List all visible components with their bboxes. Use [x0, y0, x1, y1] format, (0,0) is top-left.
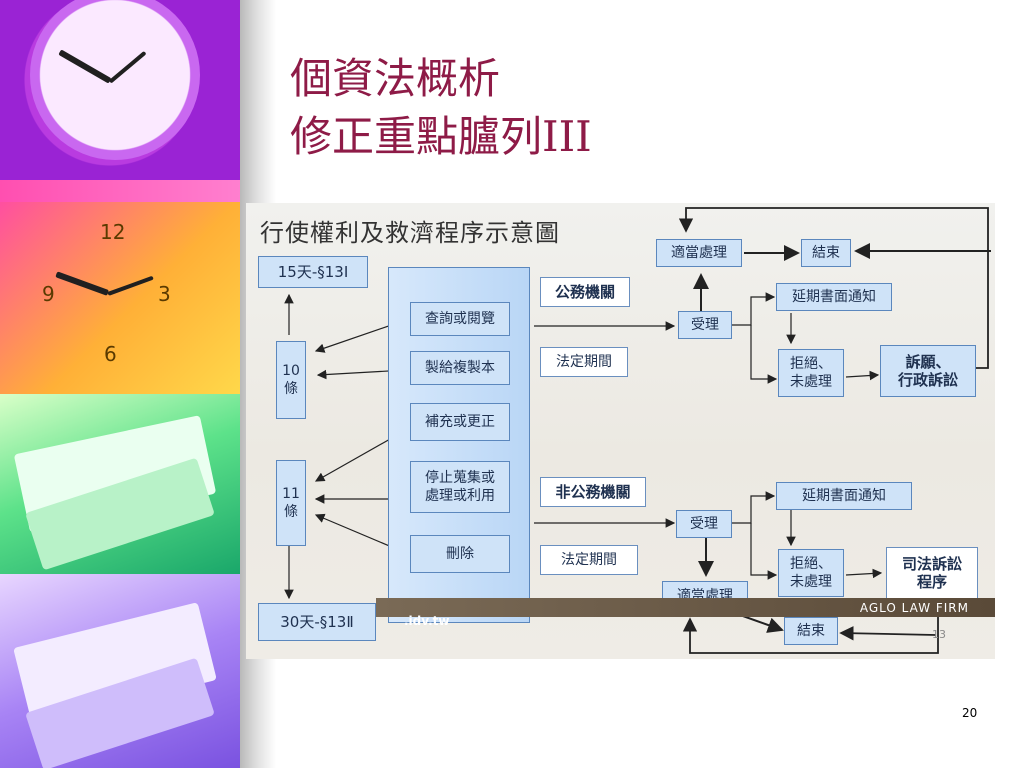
private-reject: 拒絕、 未處理: [778, 549, 844, 597]
slide-title: 個資法概析 修正重點臚列III: [290, 50, 592, 166]
private-reject-line2: 未處理: [790, 574, 832, 590]
public-proper-handling: 適當處理: [656, 239, 742, 267]
article-10-number: 10: [282, 363, 300, 379]
private-remedy-line1: 司法訴訟: [901, 555, 962, 573]
rights-remedy-diagram: 行使權利及救濟程序示意圖 15天-§13Ⅰ 10 條 11 條 30天-§13Ⅱ…: [246, 203, 995, 659]
public-remedy-line1: 訴願、: [905, 353, 951, 371]
right-delete: 刪除: [410, 535, 510, 573]
law-firm-name: AGLO LAW FIRM: [859, 601, 969, 615]
slide-title-line1: 個資法概析: [290, 54, 501, 103]
decorative-photo-strip: 12 9 3 6: [0, 0, 240, 768]
private-reject-line1: 拒絕、: [790, 556, 832, 572]
diagram-heading: 行使權利及救濟程序示意圖: [260, 219, 560, 247]
ref-15-days: 15天-§13Ⅰ: [258, 256, 368, 288]
public-remedy: 訴願、 行政訴訟: [880, 345, 976, 397]
clock-hand: [107, 275, 154, 296]
private-statutory-period: 法定期間: [540, 545, 638, 575]
public-end: 結束: [801, 239, 851, 267]
ref-30-days: 30天-§13Ⅱ: [258, 603, 376, 641]
public-statutory-period: 法定期間: [540, 347, 628, 377]
private-entity-label: 非公務機關: [540, 477, 646, 507]
public-reject-line2: 未處理: [790, 374, 832, 390]
public-reject: 拒絕、 未處理: [778, 349, 844, 397]
private-accept: 受理: [676, 510, 732, 538]
private-remedy-line2: 程序: [916, 573, 947, 591]
right-stop-line1: 停止蒐集或: [425, 470, 495, 486]
public-extension-notice: 延期書面通知: [776, 283, 892, 311]
clock-hand: [55, 271, 110, 296]
right-stop: 停止蒐集或 處理或利用: [410, 461, 510, 513]
article-10-unit: 條: [284, 381, 298, 397]
public-accept: 受理: [678, 311, 732, 339]
orange-clock-photo: 12 9 3 6: [0, 202, 240, 394]
green-books-photo: [0, 394, 240, 574]
pink-band: [0, 180, 240, 202]
slide-page-number: 20: [962, 706, 978, 720]
purple-clock-photo: [0, 0, 240, 180]
right-copy: 製給複製本: [410, 351, 510, 385]
right-inquiry: 查詢或閱覽: [410, 302, 510, 336]
article-11-box: 11 條: [276, 460, 306, 546]
private-extension-notice: 延期書面通知: [776, 482, 912, 510]
article-11-number: 11: [282, 486, 300, 502]
article-11-unit: 條: [284, 504, 298, 520]
diagram-footer-band: [376, 598, 995, 617]
right-correction: 補充或更正: [410, 403, 510, 441]
public-remedy-line2: 行政訴訟: [897, 371, 958, 389]
public-reject-line1: 拒絕、: [790, 356, 832, 372]
private-remedy: 司法訴訟 程序: [886, 547, 978, 599]
purple-books-photo: [0, 574, 240, 768]
article-10-box: 10 條: [276, 341, 306, 419]
public-authority-label: 公務機關: [540, 277, 630, 307]
private-end: 結束: [784, 617, 838, 645]
diagram-page-number: 13: [932, 628, 946, 641]
footer-url: .idv.tw: [404, 614, 450, 628]
slide-title-line2: 修正重點臚列III: [290, 112, 592, 161]
right-stop-line2: 處理或利用: [425, 488, 495, 504]
